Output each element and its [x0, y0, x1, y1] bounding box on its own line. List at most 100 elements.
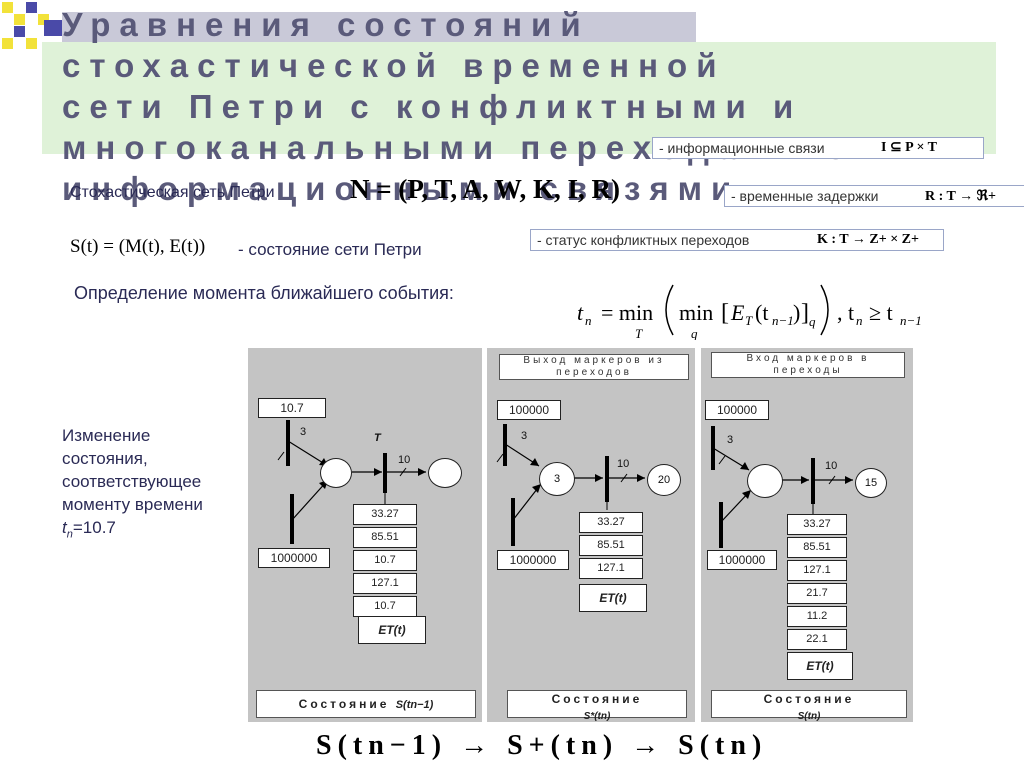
et-cell: 85.51	[579, 535, 643, 556]
side-text: Изменение состояния, соответствующее мом…	[62, 424, 237, 546]
place-bottom-value: 1000000	[707, 550, 777, 570]
et-cell: 21.7	[787, 583, 847, 604]
et-cell: 33.27	[787, 514, 847, 535]
callout-text: - временные задержки	[731, 188, 879, 204]
callout-text: - информационные связи	[659, 140, 825, 156]
state-box: Состояние S*(tn)	[507, 690, 687, 722]
et-cell: 127.1	[353, 573, 417, 594]
side-text-var: tn	[62, 518, 73, 541]
svg-text:, t: , t	[837, 300, 854, 325]
svg-text:]: ]	[801, 300, 809, 326]
svg-text:T: T	[745, 313, 753, 328]
state-symbol: S(tn−1)	[395, 699, 434, 711]
min-subscript-T: T	[635, 326, 643, 340]
callout-formula: K : T → Z+ × Z+	[817, 232, 919, 247]
state-formula: S(t) = (M(t), E(t))	[70, 236, 206, 257]
et-cell: 127.1	[579, 558, 643, 579]
title-background	[42, 42, 996, 154]
et-cell: 85.51	[353, 527, 417, 548]
title-band	[62, 12, 696, 42]
delay-label: 10	[398, 454, 411, 466]
delay-label: 10	[617, 458, 630, 470]
et-table: 33.27 85.51 10.7 127.1 10.7	[353, 504, 417, 617]
slide-title: Уравнения состояний стохастической време…	[62, 6, 845, 207]
right-paren-big	[820, 284, 829, 336]
callout-formula: I ⊆ P × T	[881, 140, 938, 155]
min-subscript-q: q	[691, 326, 698, 340]
svg-text:min: min	[679, 300, 713, 325]
state-label: Состояние	[551, 692, 643, 706]
place-top-value: 100000	[705, 400, 769, 420]
place-circle-left	[320, 458, 352, 488]
petri-net-formula: N = (P, T, A, W, K, I, R)	[350, 174, 620, 204]
svg-text:n: n	[585, 313, 592, 328]
state-text: - состояние сети Петри	[238, 240, 422, 259]
state-label: Состояние	[298, 697, 390, 711]
arc-weight: 3	[727, 434, 734, 446]
svg-text:n−1: n−1	[772, 313, 794, 328]
place-circle-right	[428, 458, 462, 488]
place-top-value: 100000	[497, 400, 561, 420]
deco-square-yellow	[2, 2, 13, 13]
place-bottom-value: 1000000	[497, 550, 569, 570]
panel-3-net	[711, 426, 853, 548]
panel-3: Вход маркеров в переходы 100000 1000000 …	[701, 348, 913, 722]
svg-text:n−1: n−1	[900, 313, 922, 328]
callout-info-links: - информационные связи I ⊆ P × T	[652, 137, 984, 159]
callout-text: - статус конфликтных переходов	[537, 232, 750, 248]
svg-text:): )	[793, 300, 800, 325]
petri-net-label: Стохастическая сеть Петри	[70, 184, 275, 201]
svg-text:t: t	[577, 300, 584, 325]
svg-text:= min: = min	[601, 300, 653, 325]
et-label: ET(t)	[787, 652, 853, 680]
state-symbol: S*(tn)	[583, 711, 611, 722]
et-cell: 22.1	[787, 629, 847, 650]
side-text-line: Изменение состояния, соответствующее мом…	[62, 426, 203, 514]
panel-2-net	[496, 424, 645, 546]
arc-weight: 3	[521, 430, 528, 442]
place-circle-left	[747, 464, 783, 498]
left-paren-big	[665, 284, 674, 336]
callout-formula: R : T → ℜ+	[925, 189, 996, 204]
delay-label: 10	[825, 460, 838, 472]
deco-square-blue	[14, 26, 25, 37]
callout-delays: - временные задержки R : T → ℜ+	[724, 185, 1024, 207]
deco-square-yellow	[14, 14, 25, 25]
place-bottom-value: 1000000	[258, 548, 330, 568]
et-label: ET(t)	[579, 584, 647, 612]
state-label: Состояние	[763, 692, 855, 706]
place-circle-right: 20	[647, 464, 681, 496]
svg-text:n: n	[856, 313, 863, 328]
panel-1-net	[277, 420, 426, 544]
svg-text:≥ t: ≥ t	[869, 300, 893, 325]
place-top-value: 10.7	[258, 398, 326, 418]
et-cell: 33.27	[579, 512, 643, 533]
state-box: Состояние S(tn)	[711, 690, 907, 722]
deco-square-yellow	[26, 38, 37, 49]
panel-2: Выход маркеров из переходов 100000 10000…	[487, 348, 695, 722]
callout-status: - статус конфликтных переходов K : T → Z…	[530, 229, 944, 251]
et-cell: 85.51	[787, 537, 847, 558]
side-text-tail: =10.7	[72, 518, 116, 537]
et-cell: 33.27	[353, 504, 417, 525]
deco-square-yellow	[38, 14, 49, 25]
svg-text:q: q	[809, 314, 816, 329]
panel-title: Вход маркеров в переходы	[711, 352, 905, 378]
min-formula: t n = min T min q [ E T (t n−1 ) ] q , t…	[575, 280, 985, 340]
svg-text:[: [	[721, 300, 729, 326]
et-cell: 10.7	[353, 596, 417, 617]
arc-weight: 3	[300, 426, 307, 438]
et-table: 33.27 85.51 127.1	[579, 512, 643, 579]
svg-text:E: E	[730, 300, 745, 325]
panel-1: 10.7 1000000 3 T 10 33.27 85.51 10.7 127…	[248, 348, 482, 722]
et-label: ET(t)	[358, 616, 426, 644]
et-cell: 127.1	[787, 560, 847, 581]
deco-square-blue	[26, 2, 37, 13]
transition-label: T	[374, 432, 381, 444]
deco-bar	[44, 20, 62, 36]
panel-title: Выход маркеров из переходов	[499, 354, 689, 380]
et-cell: 11.2	[787, 606, 847, 627]
place-circle-right: 15	[855, 468, 887, 498]
deco-square-yellow	[2, 38, 13, 49]
state-box: Состояние S(tn−1)	[256, 690, 476, 718]
